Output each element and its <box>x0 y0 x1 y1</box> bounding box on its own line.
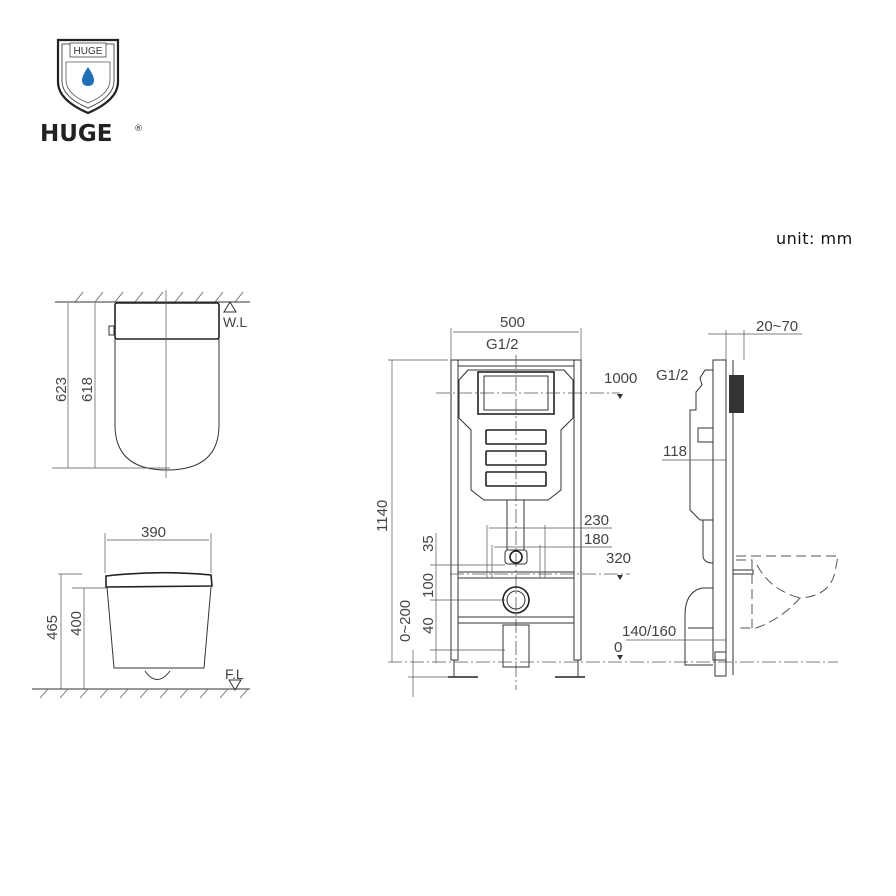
registered-mark: ® <box>134 124 143 134</box>
dim-40: 40 <box>420 617 437 634</box>
dim-1140: 1140 <box>374 500 391 532</box>
dim-400: 400 <box>68 611 85 636</box>
frame-side-view: 20~70 G1/2 118 140/160 <box>622 318 839 677</box>
level-320: 320 <box>606 550 631 567</box>
brand-name: HUGE <box>40 121 113 147</box>
toilet-side-view: 623 618 W.L <box>52 290 250 478</box>
level-0: 0 <box>614 639 622 656</box>
dim-465: 465 <box>44 615 61 640</box>
dim-180: 180 <box>584 531 609 548</box>
shield-text: HUGE <box>74 46 103 57</box>
dim-618: 618 <box>79 377 96 402</box>
dim-118: 118 <box>663 443 687 460</box>
dim-390: 390 <box>141 524 166 541</box>
brand-logo: HUGE HUGE ® <box>40 38 143 147</box>
dim-140-160: 140/160 <box>622 623 676 640</box>
floor-level-label: F.L <box>225 666 244 682</box>
level-1000: 1000 <box>604 370 637 387</box>
water-level-label: W.L <box>223 314 247 330</box>
unit-label: unit: mm <box>776 229 853 248</box>
dim-20-70: 20~70 <box>756 318 798 335</box>
dim-230: 230 <box>584 512 609 529</box>
frame-front-view: 500 G1/2 1000 <box>374 314 838 697</box>
dim-623: 623 <box>53 377 70 402</box>
dim-0-200: 0~200 <box>397 600 414 642</box>
toilet-front-view: 390 465 400 F.L <box>32 524 250 699</box>
inlet-g12-side-label: G1/2 <box>656 367 689 384</box>
dim-500: 500 <box>500 314 525 331</box>
water-drop-icon <box>82 67 94 86</box>
dim-35: 35 <box>420 535 437 552</box>
inlet-g12-label: G1/2 <box>486 336 519 353</box>
dim-100: 100 <box>420 573 437 598</box>
